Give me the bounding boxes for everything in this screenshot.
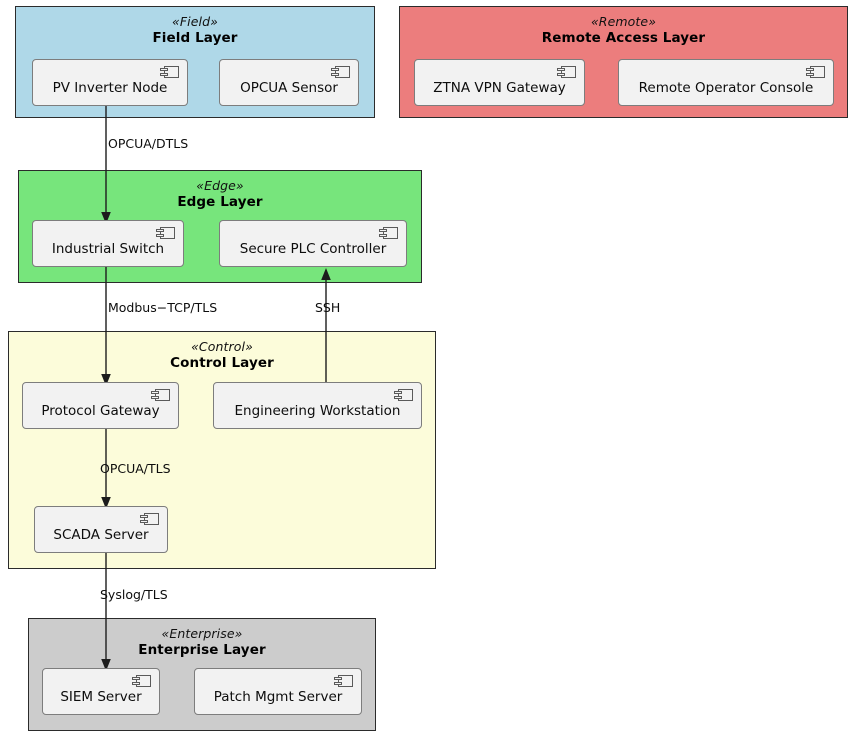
layer-control-stereotype: «Control» — [191, 339, 253, 354]
edge-label-syslog-tls: Syslog/TLS — [100, 587, 168, 602]
component-label: Industrial Switch — [51, 241, 165, 258]
layer-enterprise-stereotype: «Enterprise» — [161, 626, 243, 641]
component-secure-plc-controller[interactable]: Secure PLC Controller — [219, 220, 407, 267]
uml-component-icon — [331, 66, 350, 78]
layer-control-header: «Control» Control Layer — [9, 339, 435, 372]
component-scada-server[interactable]: SCADA Server — [34, 506, 168, 553]
component-patch-mgmt-server[interactable]: Patch Mgmt Server — [194, 668, 362, 715]
component-remote-operator-console[interactable]: Remote Operator Console — [618, 59, 834, 106]
component-label: SIEM Server — [60, 689, 142, 706]
layer-remote-access-stereotype: «Remote» — [590, 14, 657, 29]
component-label: Secure PLC Controller — [239, 241, 387, 258]
component-label: OPCUA Sensor — [240, 80, 338, 97]
layer-field-title: Field Layer — [152, 30, 238, 46]
layer-field-stereotype: «Field» — [172, 14, 218, 29]
edge-label-modbus-tcp-tls: Modbus−TCP/TLS — [108, 300, 218, 315]
component-pv-inverter-node[interactable]: PV Inverter Node — [32, 59, 188, 106]
component-label: Engineering Workstation — [234, 403, 401, 420]
layer-enterprise-header: «Enterprise» Enterprise Layer — [29, 626, 375, 659]
uml-component-icon — [140, 513, 159, 525]
uml-component-icon — [160, 66, 179, 78]
component-engineering-workstation[interactable]: Engineering Workstation — [213, 382, 422, 429]
component-opcua-sensor[interactable]: OPCUA Sensor — [219, 59, 359, 106]
edge-label-ssh: SSH — [315, 300, 341, 315]
component-ztna-vpn-gateway[interactable]: ZTNA VPN Gateway — [414, 59, 585, 106]
layer-remote-access-title: Remote Access Layer — [541, 30, 706, 46]
uml-component-icon — [156, 227, 175, 239]
component-label: ZTNA VPN Gateway — [433, 80, 566, 97]
layer-enterprise-title: Enterprise Layer — [138, 642, 266, 658]
component-label: Remote Operator Console — [638, 80, 814, 97]
component-label: Protocol Gateway — [41, 403, 160, 420]
uml-component-icon — [806, 66, 825, 78]
layer-remote-access-header: «Remote» Remote Access Layer — [400, 14, 847, 47]
uml-component-icon — [394, 389, 413, 401]
component-label: Patch Mgmt Server — [213, 689, 343, 706]
layer-edge-title: Edge Layer — [177, 194, 263, 210]
layer-control-title: Control Layer — [170, 355, 274, 371]
layer-edge-header: «Edge» Edge Layer — [19, 178, 421, 211]
component-label: PV Inverter Node — [52, 80, 168, 97]
layer-edge-stereotype: «Edge» — [196, 178, 244, 193]
uml-component-icon — [379, 227, 398, 239]
component-protocol-gateway[interactable]: Protocol Gateway — [22, 382, 179, 429]
component-industrial-switch[interactable]: Industrial Switch — [32, 220, 184, 267]
component-label: SCADA Server — [53, 527, 149, 544]
uml-component-icon — [132, 675, 151, 687]
layer-field-header: «Field» Field Layer — [16, 14, 374, 47]
uml-component-icon — [557, 66, 576, 78]
edge-label-opcua-dtls: OPCUA/DTLS — [108, 136, 189, 151]
uml-component-icon — [151, 389, 170, 401]
component-siem-server[interactable]: SIEM Server — [42, 668, 160, 715]
uml-component-icon — [334, 675, 353, 687]
